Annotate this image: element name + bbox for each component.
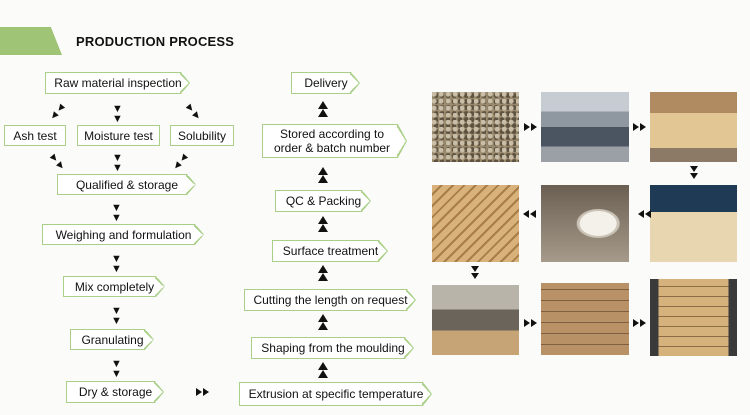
step-qc-packing: QC & Packing [275, 190, 371, 212]
arrow-down-1: ▼▼ [111, 202, 122, 224]
step-solubility: Solubility [170, 125, 234, 146]
step-weighing-formulation: Weighing and formulation [42, 224, 204, 245]
arrow-to-moisture-test: ▼▼ [112, 103, 123, 125]
step-cutting-length: Cutting the length on request [244, 289, 416, 311]
step-stored-by-order: Stored according to order & batch number [262, 124, 407, 158]
step-mix-completely: Mix completely [63, 276, 165, 297]
step-dry-storage: Dry & storage [66, 381, 164, 403]
profile-sticks-photo [432, 185, 519, 262]
step-moisture-test: Moisture test [77, 125, 160, 146]
film-roll-machine-photo [541, 185, 629, 262]
arrow-from-solubility: ▼▼ [169, 150, 192, 174]
raw-granules-photo [432, 92, 519, 162]
surface-coating-photo [650, 185, 737, 262]
extrusion-machine-photo [541, 92, 629, 162]
moulding-output-photo [650, 92, 737, 162]
step-granulating: Granulating [70, 329, 154, 350]
arrow-from-ash-test: ▼▼ [46, 150, 69, 174]
step-ash-test: Ash test [4, 125, 66, 146]
container-loading-photo [650, 279, 737, 356]
header-accent-tab [0, 27, 62, 55]
arrow-to-ash-test: ▼▼ [46, 100, 69, 124]
arrow-from-moisture-test: ▼▼ [112, 152, 123, 174]
arrow-down-4: ▼▼ [111, 358, 122, 380]
cartons-stack-photo [541, 283, 629, 355]
arrow-down-2: ▼▼ [111, 253, 122, 275]
step-surface-treatment: Surface treatment [272, 240, 388, 262]
warehouse-stock-photo [432, 285, 519, 355]
arrow-down-3: ▼▼ [111, 305, 122, 327]
step-raw-material-inspection: Raw material inspection [45, 72, 190, 94]
step-extrusion: Extrusion at specific temperature [239, 382, 432, 406]
step-shaping: Shaping from the moulding [251, 337, 414, 359]
step-qualified-storage: Qualified & storage [57, 174, 196, 195]
arrow-to-solubility: ▼▼ [182, 100, 205, 124]
page-title: PRODUCTION PROCESS [76, 34, 235, 49]
step-delivery: Delivery [291, 72, 360, 94]
